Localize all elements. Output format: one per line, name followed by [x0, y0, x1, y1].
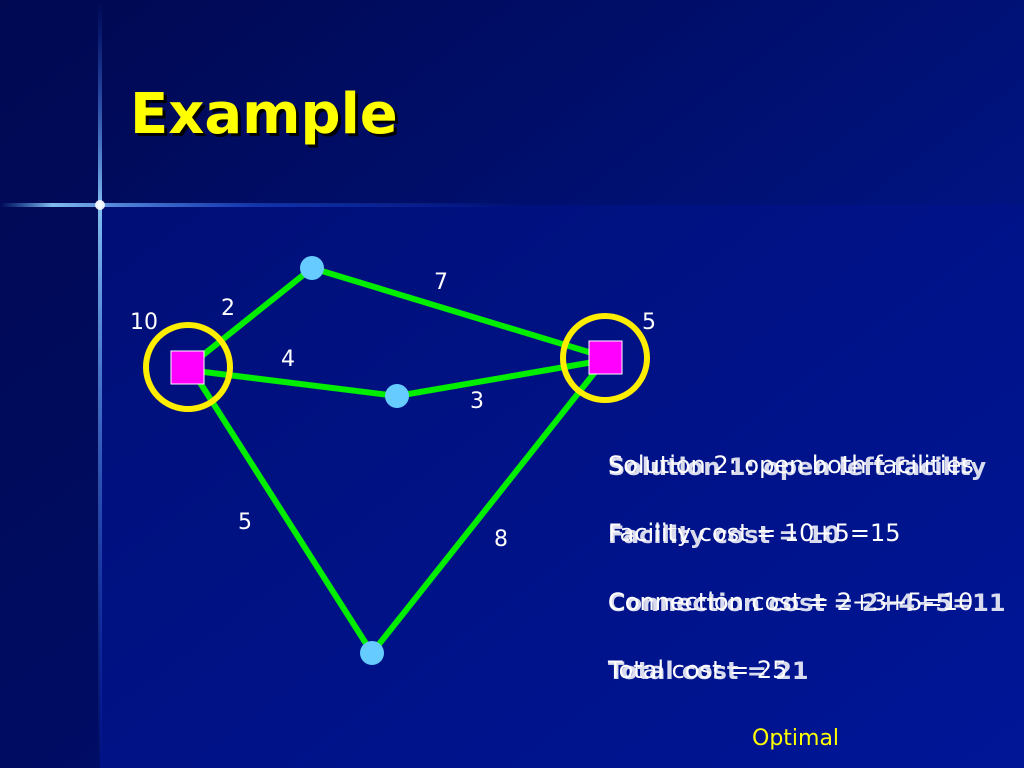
- edge-label-left-top: 2: [221, 296, 235, 321]
- client-top: [300, 256, 324, 280]
- client-bottom: [360, 641, 384, 665]
- optimal-label: Optimal: [752, 726, 840, 751]
- edge-label-left-bottom: 5: [238, 510, 252, 535]
- edge-left-top: [186, 265, 314, 370]
- edge-label-bottom-right: 8: [494, 527, 508, 552]
- slide-title: Example: [130, 82, 398, 147]
- open-ring-right: [560, 313, 650, 403]
- solution2-total-cost: Total cost = 25: [608, 656, 788, 684]
- solution1-total-cost: Total cost = 21: [608, 657, 809, 685]
- edge-label-top-right: 7: [434, 270, 448, 295]
- edge-left-bottom: [189, 368, 375, 655]
- edge-top-right: [311, 265, 606, 360]
- solution1-facility-cost: Facility cost = 10: [608, 521, 841, 549]
- facility-right: [588, 340, 623, 375]
- facility-right-cost: 5: [642, 310, 656, 335]
- edge-label-left-middle: 4: [281, 347, 295, 372]
- solution1-connection-cost: Connection cost = 2+4+5=11: [608, 589, 1006, 617]
- solution2-facility-cost: Facility cost = 10+5=15: [608, 519, 901, 547]
- edge-bottom-right: [369, 360, 606, 655]
- edge-left-middle: [187, 367, 398, 399]
- solution2-heading: Solution 2: open both facilities: [608, 451, 974, 479]
- edge-middle-right: [396, 357, 606, 399]
- solution2-connection-cost: Connection cost = 2+3+5=10: [608, 588, 974, 616]
- client-middle: [385, 384, 409, 408]
- edge-label-middle-right: 3: [470, 389, 484, 414]
- facility-left: [170, 350, 205, 385]
- solution1-heading: Solution 1: open left facility: [608, 453, 987, 481]
- facility-left-cost: 10: [130, 310, 158, 335]
- open-ring-left: [143, 322, 233, 412]
